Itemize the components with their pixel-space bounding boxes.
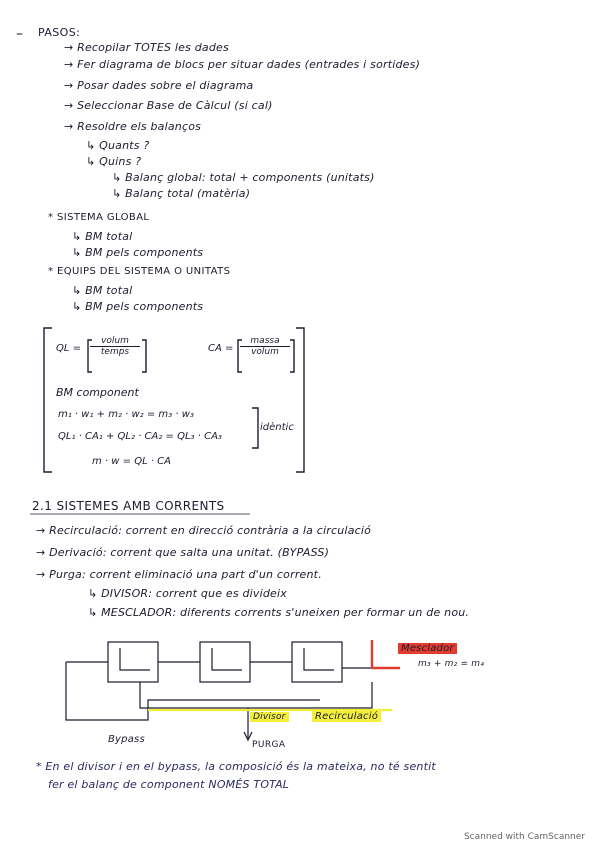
subitem-mesclador: ↳ MESCLADOR: diferents corrents s'uneixe… — [88, 606, 470, 619]
purga-label: PURGA — [252, 740, 286, 750]
mesclador-equation: m₃ + m₂ = m₄ — [418, 659, 485, 669]
unit-2-inner-arrow — [211, 648, 242, 671]
footnote-line-1: * En el divisor i en el bypass, la compo… — [36, 760, 436, 773]
mesclador-highlight: Mesclador — [398, 643, 457, 654]
equation-3: m · w = QL · CA — [92, 456, 171, 467]
footnote-line-2: fer el balanç de component NOMÉS TOTAL — [48, 778, 290, 791]
recirculacio-highlight: Recirculació — [312, 711, 382, 722]
ca-fraction: massa volum — [240, 336, 290, 357]
ql-bracket-left — [87, 339, 92, 373]
recirculation-line — [139, 682, 373, 709]
identic-label: idèntic — [260, 422, 294, 433]
substep-balanc-total: ↳ Balanç total (matèria) — [112, 187, 251, 200]
ca-bracket-right — [290, 339, 295, 373]
step-3: → Posar dades sobre el diagrama — [64, 79, 254, 92]
mesclador-label: Mesclador — [398, 643, 457, 654]
section-item-recirculacio: → Recirculació: corrent en direcció cont… — [36, 524, 372, 537]
sistema-item-bm-total: ↳ BM total — [72, 230, 133, 243]
substep-quins: ↳ Quins ? — [86, 155, 142, 168]
sistema-global-heading: * SISTEMA GLOBAL — [48, 212, 150, 223]
section-item-derivacio: → Derivació: corrent que salta una unita… — [36, 546, 330, 559]
ca-denominator: volum — [251, 347, 279, 357]
scanner-watermark: Scanned with CamScanner — [463, 832, 585, 842]
process-diagram — [65, 641, 398, 742]
ql-denominator: temps — [100, 347, 130, 357]
step-1: → Recopilar TOTES les dades — [64, 41, 229, 54]
equation-1: m₁ · w₁ + m₂ · w₂ = m₃ · w₃ — [58, 409, 194, 420]
equips-heading: * EQUIPS DEL SISTEMA O UNITATS — [48, 266, 231, 277]
unit-box-3 — [291, 641, 343, 683]
bypass-line — [65, 662, 320, 721]
identic-brace — [252, 407, 259, 449]
equation-2: QL₁ · CA₁ + QL₂ · CA₂ = QL₃ · CA₃ — [58, 431, 222, 442]
section-title: 2.1 SISTEMES AMB CORRENTS — [32, 499, 225, 513]
ql-fraction: volum temps — [90, 336, 140, 357]
ca-lhs: CA = — [208, 343, 234, 354]
subitem-divisor: ↳ DIVISOR: corrent que es divideix — [88, 587, 287, 600]
sistema-item-bm-components: ↳ BM pels components — [72, 246, 204, 259]
formula-right-bracket — [296, 327, 305, 473]
equips-item-bm-components: ↳ BM pels components — [72, 300, 204, 313]
recirculacio-label: Recirculació — [312, 711, 382, 722]
unit-1-inner-arrow — [119, 648, 150, 671]
formula-left-bracket — [43, 327, 52, 473]
ca-bracket-left — [237, 339, 242, 373]
ql-numerator: volum — [90, 336, 140, 347]
unit-box-1 — [107, 641, 159, 683]
section-item-purga: → Purga: corrent eliminació una part d'u… — [36, 568, 322, 581]
purge-arrowhead — [243, 731, 253, 742]
divisor-highlight: Divisor — [250, 712, 289, 722]
bullet-dash: – — [16, 26, 23, 42]
equips-item-bm-total: ↳ BM total — [72, 284, 133, 297]
step-2: → Fer diagrama de blocs per situar dades… — [64, 58, 421, 71]
unit-3-inner-arrow — [303, 648, 334, 671]
substep-quants: ↳ Quants ? — [86, 139, 150, 152]
step-5: → Resoldre els balanços — [64, 120, 202, 133]
ql-lhs: QL = — [56, 343, 81, 354]
step-4: → Seleccionar Base de Càlcul (si cal) — [64, 99, 273, 112]
unit-box-2 — [199, 641, 251, 683]
pasos-title: PASOS: — [38, 26, 81, 39]
bypass-label: Bypass — [108, 734, 145, 745]
ql-bracket-right — [142, 339, 147, 373]
divisor-label: Divisor — [250, 712, 289, 722]
bm-component-label: BM component — [56, 386, 139, 399]
substep-balanc-global: ↳ Balanç global: total + components (uni… — [112, 171, 375, 184]
formula-box — [43, 327, 305, 473]
ca-numerator: massa — [240, 336, 290, 347]
